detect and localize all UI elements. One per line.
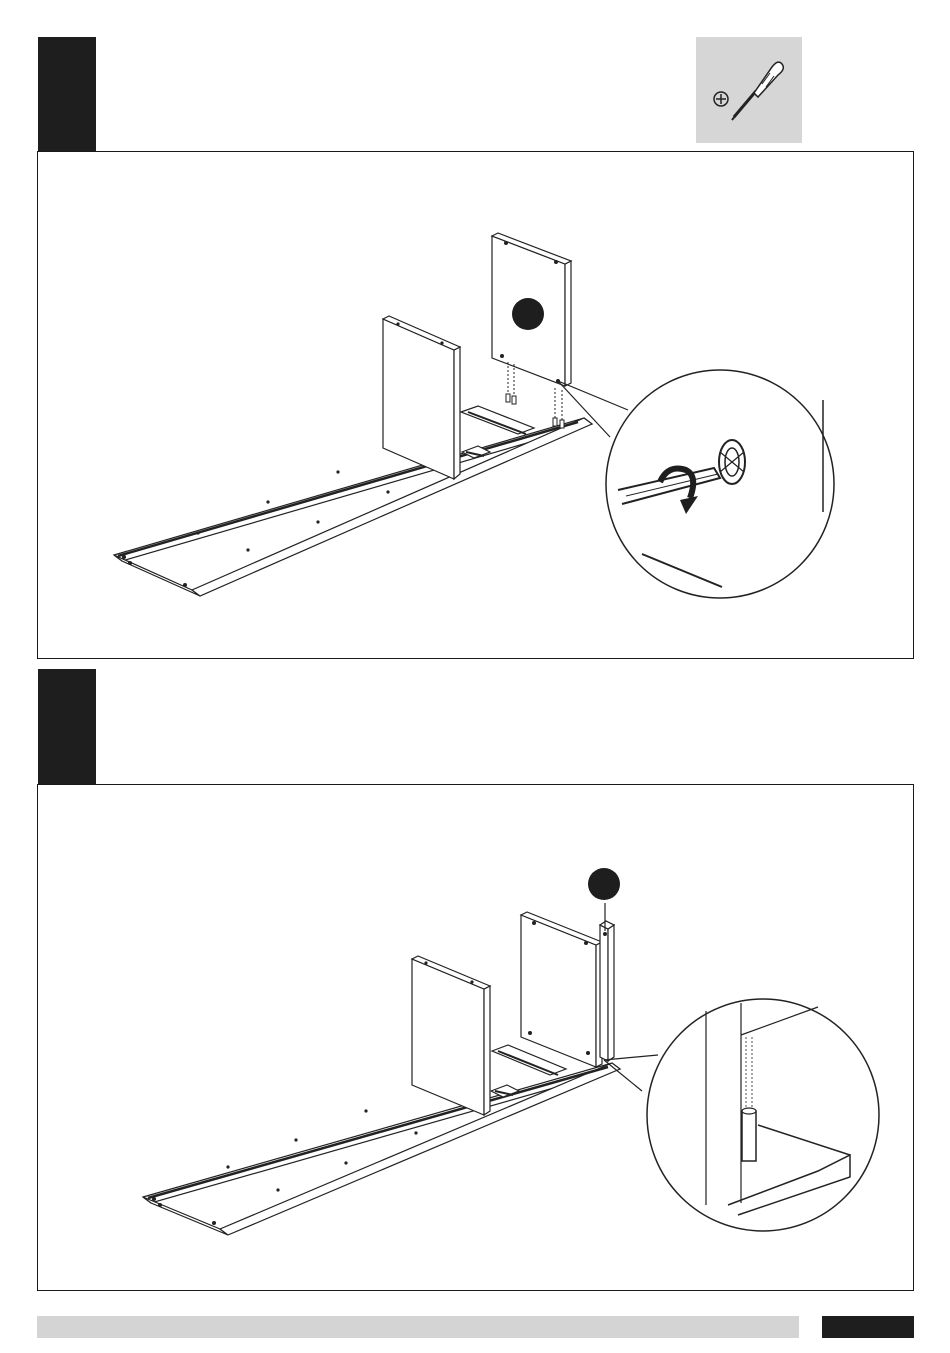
step-2-panel (37, 784, 914, 1291)
footer-bar (37, 1316, 799, 1338)
insert-back-rail-illustration (38, 785, 913, 1290)
screw-in-cam-panel-illustration (38, 152, 913, 658)
tool-panel (696, 37, 802, 143)
footer-page-tab (822, 1316, 914, 1338)
step-1-panel (37, 151, 914, 659)
phillips-screwdriver-icon (696, 37, 802, 143)
